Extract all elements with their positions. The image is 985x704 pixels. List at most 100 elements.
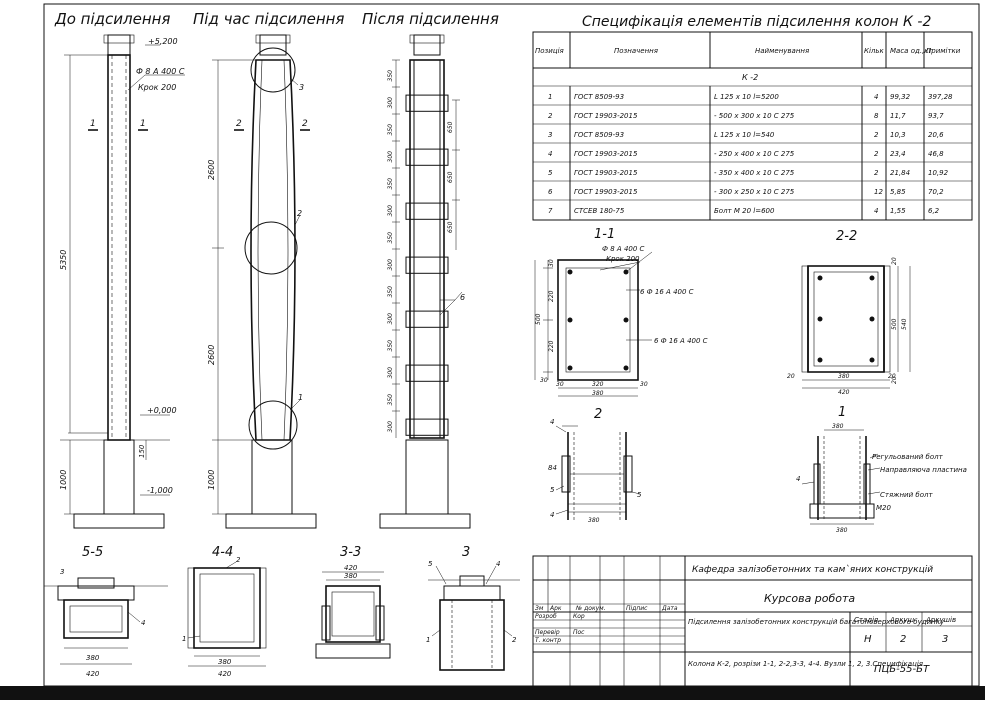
spec-title: Специфікація елементів підсилення колон … (582, 14, 931, 30)
s22-dim-r0: 20 (891, 257, 898, 265)
spec-group: К -2 (742, 73, 758, 82)
spec-cell: 10,3 (890, 131, 906, 139)
tb-sheet-content: Колона К-2, розрізи 1-1, 2-2,3-3, 4-4. В… (688, 660, 923, 668)
spec-cell: 4 (874, 207, 878, 215)
spec-cell: 2 (874, 131, 879, 139)
node-3 (428, 565, 520, 671)
n1-label-0: Регульований болт (872, 453, 944, 461)
tb-sheet-header: Аркуш (889, 616, 915, 624)
s22-dim-b0: 20 (787, 373, 795, 380)
s33-dim-1: 380 (344, 572, 358, 580)
sheet-frame (43, 3, 980, 687)
s11-width: 380 (592, 390, 604, 397)
during-dim-top: 2600 (207, 160, 216, 180)
rebar-label: Ф 8 А 400 С (136, 67, 185, 76)
spec-cell: 5 (548, 169, 553, 177)
tb-row-label-4: Дата (661, 605, 678, 612)
section-5-5 (44, 577, 168, 665)
callout-3: 3 (299, 83, 304, 92)
s11-step: Крок 200 (606, 255, 640, 263)
spec-cell: 70,2 (928, 188, 944, 196)
during-dim-bottom: 2600 (207, 345, 216, 365)
spec-cell: ГОСТ 19903-2015 (574, 150, 638, 158)
tb-row-label-0: Зм (535, 605, 544, 612)
after-dim-right: 650 (447, 121, 454, 133)
spec-cell: 8 (874, 112, 879, 120)
spec-cell: 4 (548, 150, 552, 158)
s55-callout-1: 4 (141, 619, 145, 627)
s11-dim-l0: 30 (548, 259, 555, 267)
cut-1-left: 1 (90, 119, 96, 129)
n2-label-2: 5 (550, 486, 555, 494)
tb-role-2: Т. контр (535, 637, 561, 644)
strap-plate (405, 256, 449, 274)
spec-cell: L 125 x 10 l=5200 (714, 93, 779, 101)
s22-dim-r2: 540 (901, 318, 908, 330)
strap-plate (405, 202, 449, 220)
s44-dim-1: 420 (218, 670, 232, 678)
spec-cell: ГОСТ 8509-93 (574, 93, 624, 101)
s44-callout-0: 1 (182, 635, 186, 643)
spec-cell: 3 (548, 131, 552, 139)
tb-project: Підсилення залізобетонних конструкцій ба… (688, 618, 945, 626)
n1-callout-4: 4 (796, 475, 800, 483)
after-dim-left: 350 (387, 178, 394, 190)
s22-width: 420 (838, 389, 850, 396)
s11-dim-l3: 30 (540, 377, 548, 384)
column-after (379, 34, 471, 529)
cut-2-right: 2 (302, 119, 308, 129)
s22-dim-b1: 380 (838, 373, 850, 380)
column-during (212, 34, 317, 529)
spec-cell: ГОСТ 8509-93 (574, 131, 624, 139)
n3-callout-3: 2 (512, 636, 517, 644)
spec-cell: 2 (874, 169, 879, 177)
n1-label-3: М20 (876, 504, 891, 512)
hdr-designation: Позначення (614, 47, 658, 55)
s11-long-bottom: 6 Ф 16 А 400 С (654, 337, 708, 345)
hdr-position: Позиція (535, 47, 564, 55)
spec-cell: 93,7 (928, 112, 944, 120)
tb-stage-header: Стадія (854, 616, 878, 624)
after-dim-left: 300 (387, 151, 394, 163)
s11-dim-l2: 220 (548, 340, 555, 352)
elev-zero: +0,000 (147, 406, 177, 415)
s11-hoop: Ф 8 А 400 С (602, 245, 645, 253)
spec-cell: 99,32 (890, 93, 911, 101)
tb-row-label-1: Арк (549, 605, 562, 612)
section-2-2 (801, 265, 911, 389)
after-dim-left: 300 (387, 97, 394, 109)
n1-bottom-dim: 380 (836, 527, 848, 534)
tb-code: ПЦБ-55-БТ (874, 664, 930, 675)
callout-2: 2 (297, 209, 302, 218)
s11-dim-total: 500 (535, 313, 542, 325)
spec-cell: L 125 x 10 l=540 (714, 131, 775, 139)
spec-cell: 2 (548, 112, 553, 120)
s11-dim-b1: 320 (592, 381, 604, 388)
step-label: Крок 200 (138, 83, 176, 92)
spec-cell: 20,6 (928, 131, 944, 139)
s55-dim-0: 380 (86, 654, 100, 662)
small-dim: 150 (138, 444, 146, 458)
tb-sheet: 2 (900, 634, 906, 645)
spec-table (532, 31, 973, 221)
n3-callout-0: 5 (428, 560, 433, 568)
spec-cell: ГОСТ 19903-2015 (574, 188, 638, 196)
n1-top-dim: 380 (832, 423, 844, 430)
s11-dim-l1: 220 (548, 290, 555, 302)
column-before (60, 34, 185, 529)
spec-cell: Болт М 20 l=600 (714, 207, 775, 215)
s44-title: 4-4 (212, 545, 233, 560)
s11-title: 1-1 (594, 227, 615, 242)
tb-name-1: Пос (573, 629, 585, 636)
tb-department: Кафедра залізобетонних та кам`яних конст… (692, 564, 933, 575)
tb-sheets: 3 (942, 634, 948, 645)
after-dim-left: 350 (387, 286, 394, 298)
tb-name-0: Кор (573, 613, 585, 620)
after-callout: 6 (460, 293, 465, 302)
n2-title: 2 (594, 407, 602, 422)
spec-cell: - 250 x 400 x 10 С 275 (714, 150, 795, 158)
after-dim-left: 350 (387, 340, 394, 352)
hdr-name: Найменування (755, 47, 809, 55)
